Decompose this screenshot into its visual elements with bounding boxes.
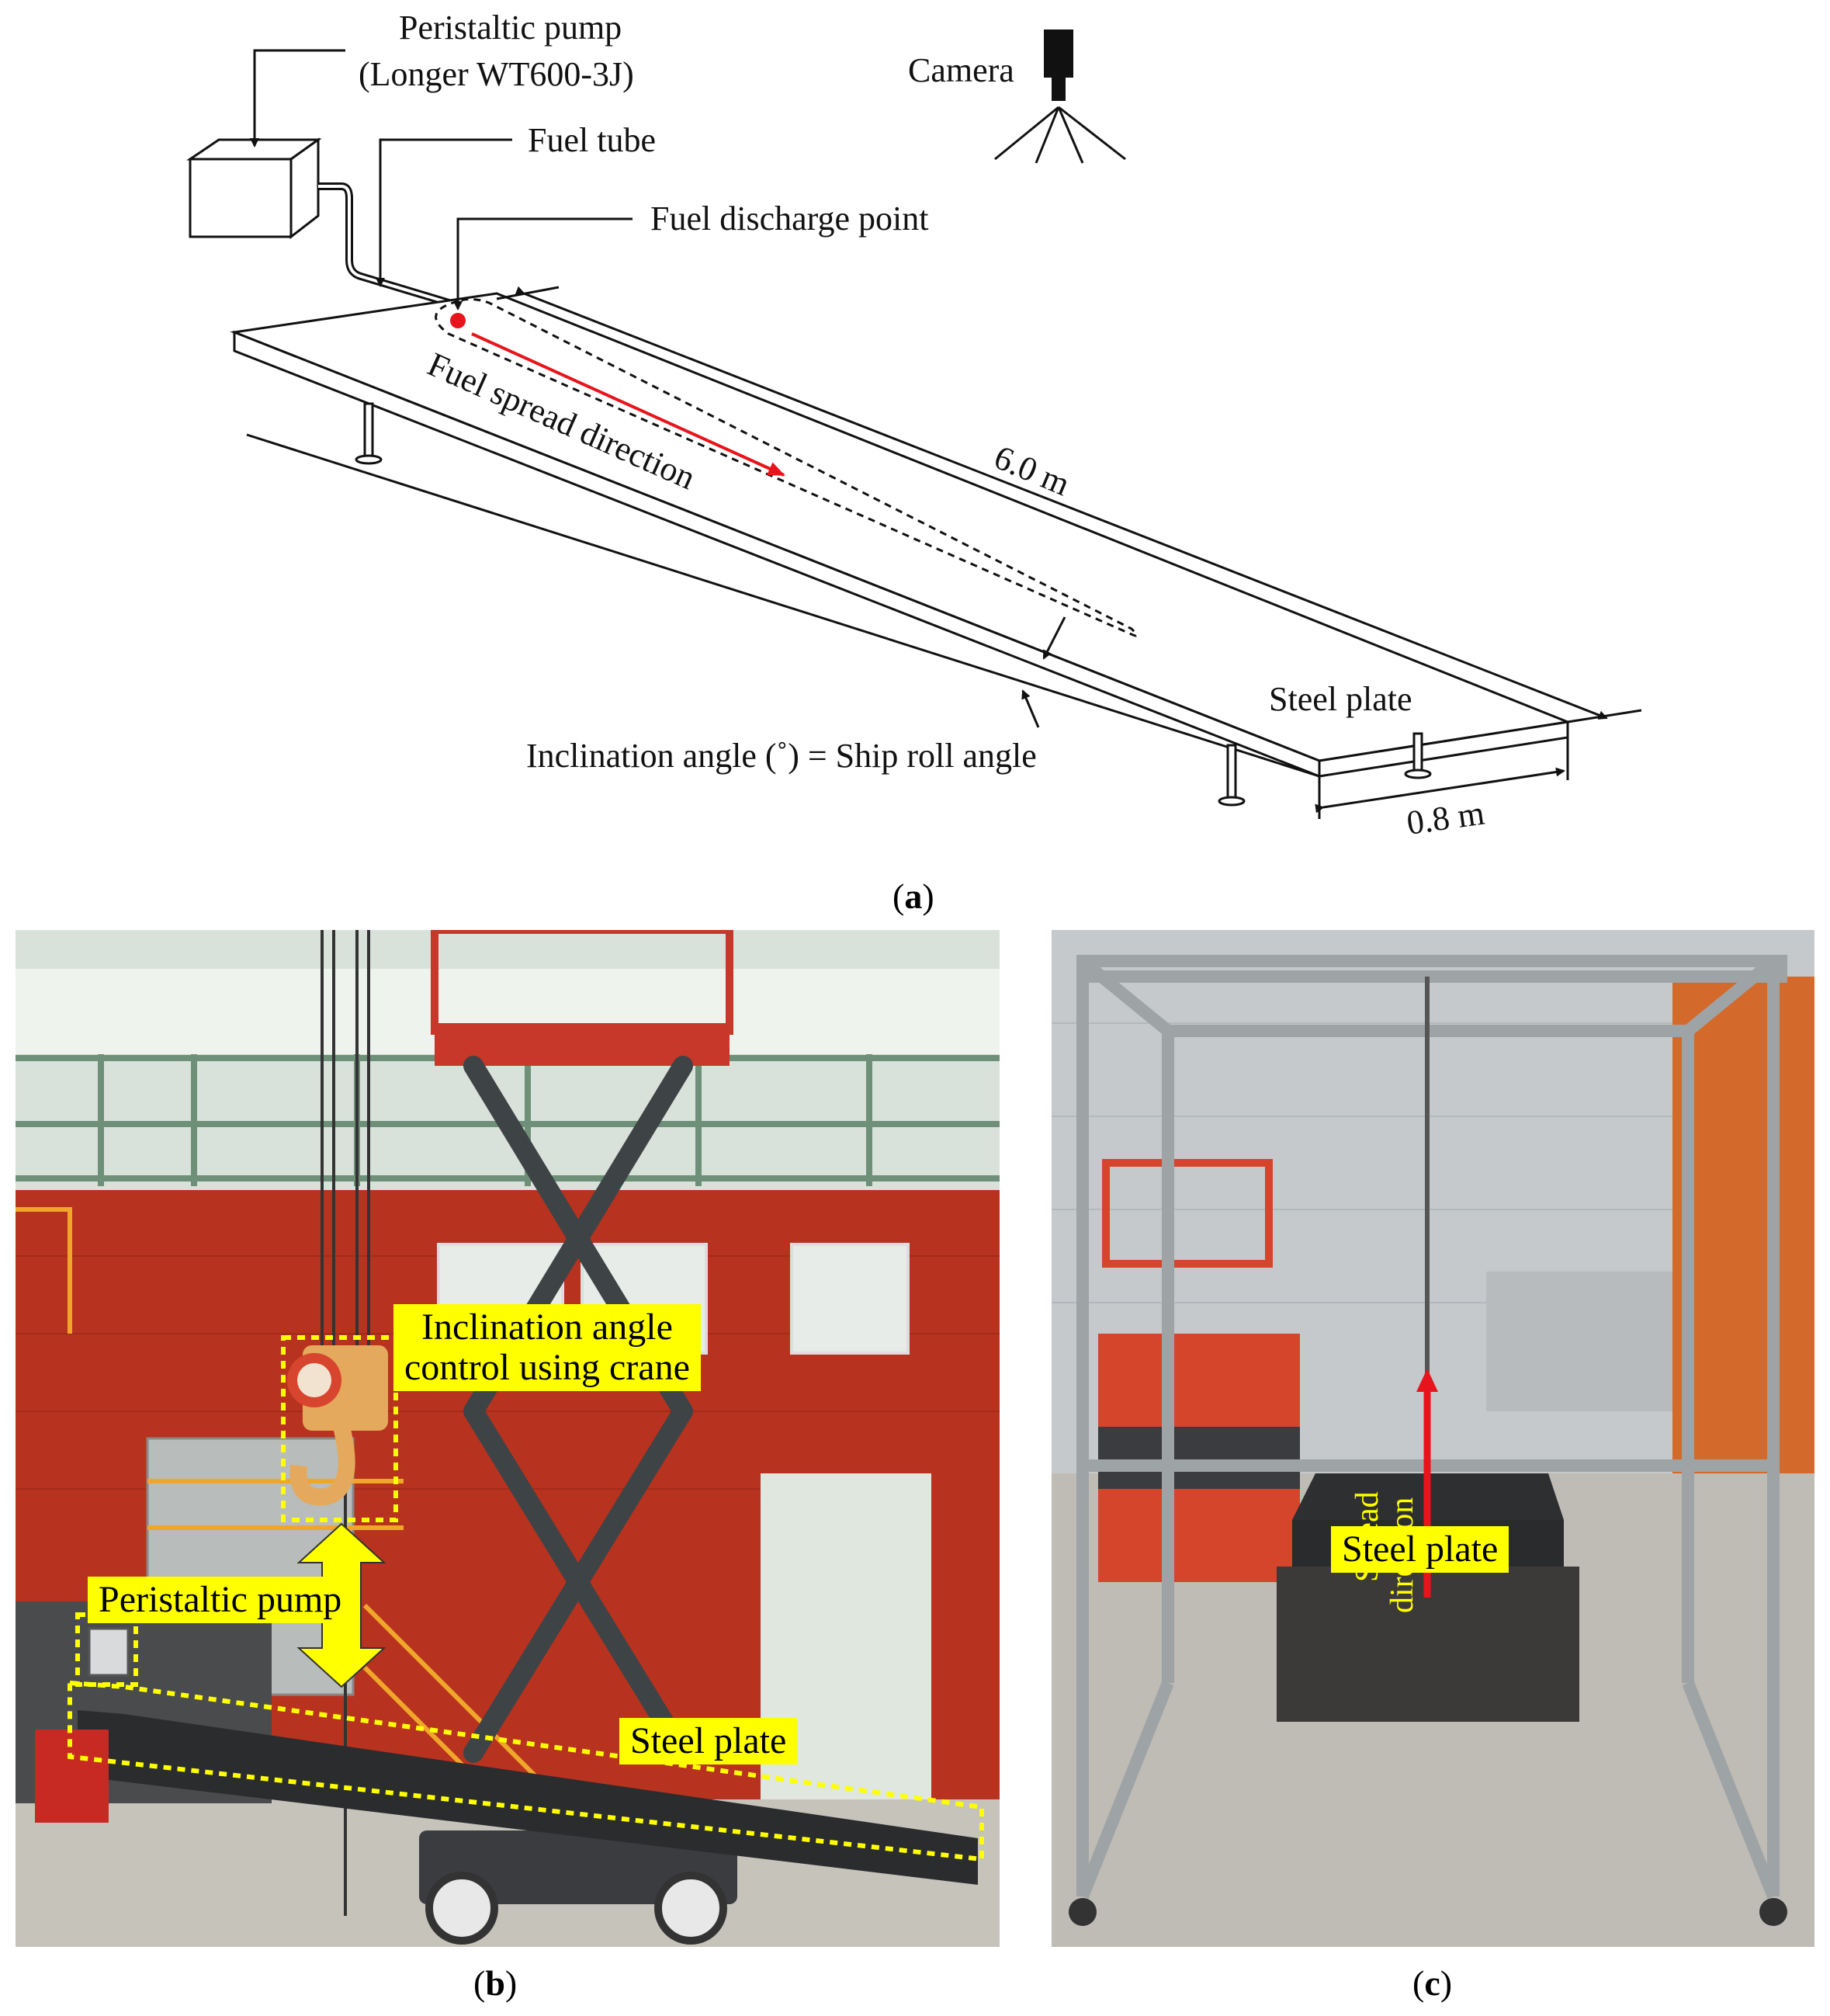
photo-b-scene xyxy=(16,930,1000,1947)
panel-c-photo: Spread direction Steel plate xyxy=(1052,930,1814,1947)
panel-b-photo: Inclination angle control using crane Pe… xyxy=(16,930,1000,1947)
caption-a: (a) xyxy=(892,876,934,916)
pump-label-line2: (Longer WT600-3J) xyxy=(359,55,634,93)
steel-plate-label-c: Steel plate xyxy=(1331,1526,1509,1573)
discharge-point-label: Fuel discharge point xyxy=(650,200,928,238)
fuel-spread-region xyxy=(435,297,1138,637)
width-label: 0.8 m xyxy=(1405,793,1487,841)
schematic-svg: Peristaltic pump (Longer WT600-3J) Camer… xyxy=(186,9,1642,842)
length-dimension xyxy=(496,286,1642,723)
steel-plate-photo xyxy=(78,1710,978,1885)
pump-box xyxy=(186,137,322,240)
fuel-tube xyxy=(318,182,456,308)
crane-label-line1: Inclination angle xyxy=(421,1306,673,1348)
scissor-lift-c xyxy=(1098,1159,1300,1582)
caption-a-letter: a xyxy=(904,876,923,916)
crane-highlight-box xyxy=(281,1335,398,1522)
width-dimension xyxy=(1315,737,1569,819)
inclination-label: Inclination angle (˚) = Ship roll angle xyxy=(526,737,1037,775)
caption-c: (c) xyxy=(1412,1963,1453,2003)
steel-plate-label-b: Steel plate xyxy=(619,1718,798,1764)
camera-label: Camera xyxy=(908,51,1014,89)
crane-label-line2: control using crane xyxy=(404,1346,690,1388)
caption-b-letter: b xyxy=(485,1963,505,2003)
crane-hook xyxy=(287,1345,388,1506)
panel-a-schematic: Peristaltic pump (Longer WT600-3J) Camer… xyxy=(0,0,1830,869)
photo-c-scene: Spread direction xyxy=(1052,930,1814,1947)
leader-lines xyxy=(250,49,1066,728)
caption-c-letter: c xyxy=(1424,1963,1440,2003)
caption-b: (b) xyxy=(473,1963,518,2003)
fuel-tube-label: Fuel tube xyxy=(528,121,656,159)
plate-highlight-box xyxy=(68,1680,984,1862)
steel-plate-label: Steel plate xyxy=(1269,680,1412,718)
pump-label: Peristaltic pump xyxy=(88,1577,353,1623)
crane-label: Inclination angle control using crane xyxy=(393,1304,701,1391)
discharge-point xyxy=(450,313,466,328)
pump-label-line1: Peristaltic pump xyxy=(399,9,622,47)
camera-icon xyxy=(994,29,1126,164)
